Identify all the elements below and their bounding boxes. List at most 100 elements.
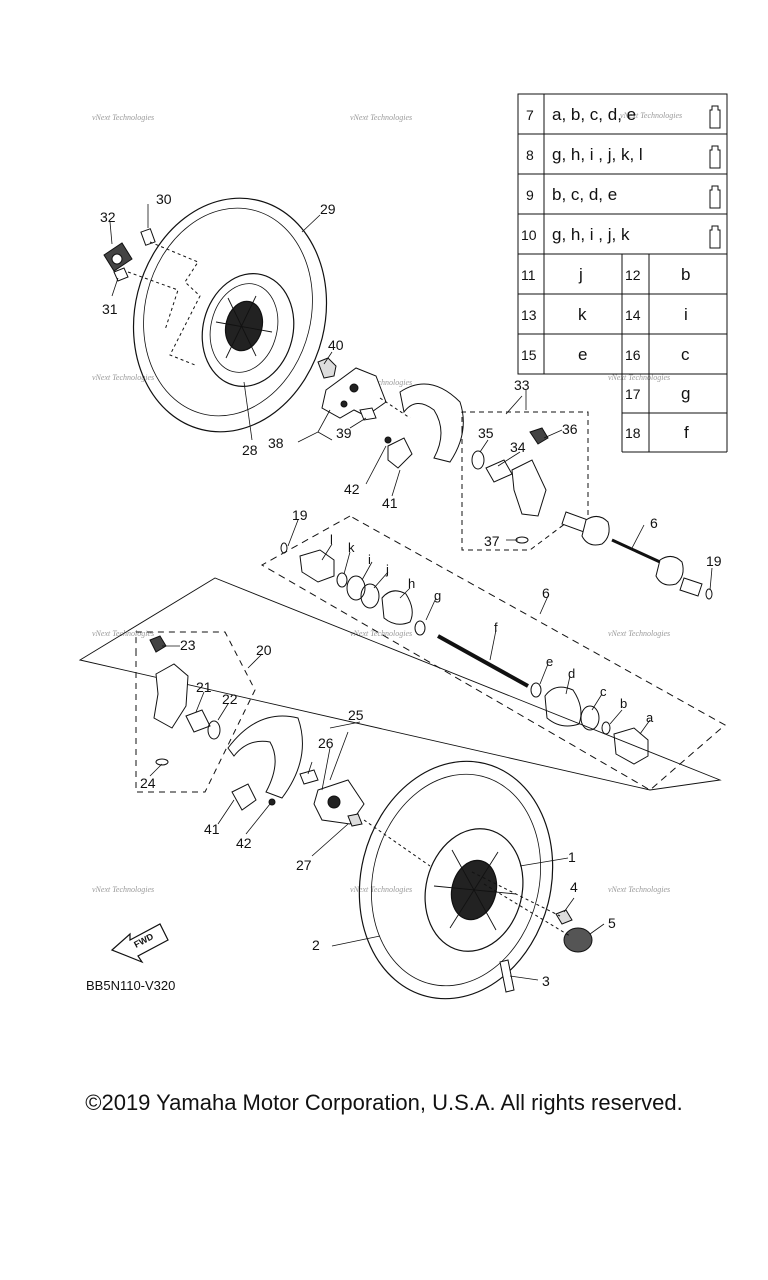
callout-26: 26 [318,735,334,751]
wheel-spokes [433,849,517,931]
watermark: vNext Technologies [608,373,670,382]
band-c [580,705,600,731]
table-row-12-value: b [681,265,690,284]
rim-inner [209,283,279,373]
clip-b [601,721,611,735]
table-row-15-value: e [578,345,587,364]
watermark: vNext Technologies [92,373,154,382]
table-row-18-num: 18 [625,425,641,441]
letter-i: i [368,552,371,567]
upper-wheel-assembly [132,197,328,433]
tire-2 [358,760,554,1000]
watermark: vNext Technologies [620,111,682,120]
rim-28 [201,273,295,387]
watermark: vNext Technologies [350,113,412,122]
callout-6-upper: 6 [650,515,658,531]
knuckle-group-20 [78,577,722,793]
tire-inner-line [143,207,313,417]
table-row-12-num: 12 [625,267,641,283]
joint-inner [679,577,703,597]
hub-assembly [299,769,431,867]
callout-28: 28 [242,442,258,458]
joint-a [613,727,649,765]
callout-6-lower: 6 [542,585,550,601]
letter-callouts: a b c d e f g h i j k l [330,532,654,725]
knuckle-lower [153,663,189,729]
callout-19-right: 19 [706,553,722,569]
table-row-18-value: f [684,423,689,442]
table-row-13-num: 13 [521,307,537,323]
callout-25: 25 [348,707,364,723]
callout-1: 1 [568,849,576,865]
callout-21: 21 [196,679,212,695]
bolt-26 [299,769,319,785]
boot-outer [581,516,610,546]
clip-g [414,620,426,636]
bolt-39 [359,407,377,421]
upper-brake-parts [317,357,464,469]
callout-36: 36 [562,421,578,437]
brake-disc-41-lower [227,715,303,799]
nut-31 [113,267,129,282]
lubricant-table [517,93,728,453]
lug-nut-4 [555,909,573,925]
letter-b: b [620,696,627,711]
diagram-code: BB5N110-V320 [86,978,175,993]
watermark: vNext Technologies [350,885,412,894]
callout-41-lower: 41 [204,821,220,837]
circlip-35 [471,450,485,470]
table-row-16-value: c [681,345,690,364]
lower-brake-parts [227,715,303,811]
bearing-21 [185,709,211,733]
wheel-1 [424,828,524,952]
letter-e: e [546,654,553,669]
upper-hub-parts [103,228,201,366]
bolt-42-lower [268,798,276,806]
nut-40 [317,357,337,379]
callout-37: 37 [484,533,500,549]
table-row-8-value: g, h, i , j, k, l [552,145,643,164]
dashed-guide [149,241,201,366]
copyright-notice: ©2019 Yamaha Motor Corporation, U.S.A. A… [85,1090,683,1115]
table-row-10-value: g, h, i , j, k [552,225,630,244]
callout-32: 32 [100,209,116,225]
letter-l: l [330,532,333,547]
callout-22: 22 [222,691,238,707]
ball-joint-36 [529,427,549,445]
letter-g: g [434,588,441,603]
callout-42-upper: 42 [344,481,360,497]
table-row-11-num: 11 [521,267,536,283]
watermark: vNext Technologies [350,629,412,638]
table-row-14-value: i [684,305,688,324]
bearing-34 [485,459,513,483]
letter-c: c [600,684,607,699]
table-row-8-num: 8 [526,147,534,163]
callout-4: 4 [570,879,578,895]
driveshaft-exploded [260,515,726,791]
boot-d [544,686,582,727]
fwd-arrow: FWD [110,923,169,964]
table-row-17-value: g [681,384,690,403]
letter-a: a [646,710,654,725]
clip-e [530,682,542,698]
callout-19-left: 19 [292,507,308,523]
lubricant-table-text: 7 a, b, c, d, e 8 g, h, i , j, k, l 9 b,… [521,105,690,442]
callout-20: 20 [256,642,272,658]
driveshaft-upper [561,511,713,600]
group-20-box [135,631,256,793]
table-row-16-num: 16 [625,347,641,363]
rim-spokes [215,295,273,359]
callout-27: 27 [296,857,312,873]
table-row-13-value: k [578,305,587,324]
stud-bolt-30 [140,228,156,246]
arrow-icon [110,923,169,964]
clip-19-left [280,542,288,554]
callouts: 1 2 3 4 5 6 6 19 19 20 21 22 23 24 25 26… [100,191,722,989]
letter-f: f [494,620,498,635]
letter-h: h [408,576,415,591]
bolt-42 [384,436,392,444]
shaft [611,538,661,564]
table-row-10-num: 10 [521,227,537,243]
table-row-7-value: a, b, c, d, e [552,105,636,124]
watermark: vNext Technologies [92,885,154,894]
